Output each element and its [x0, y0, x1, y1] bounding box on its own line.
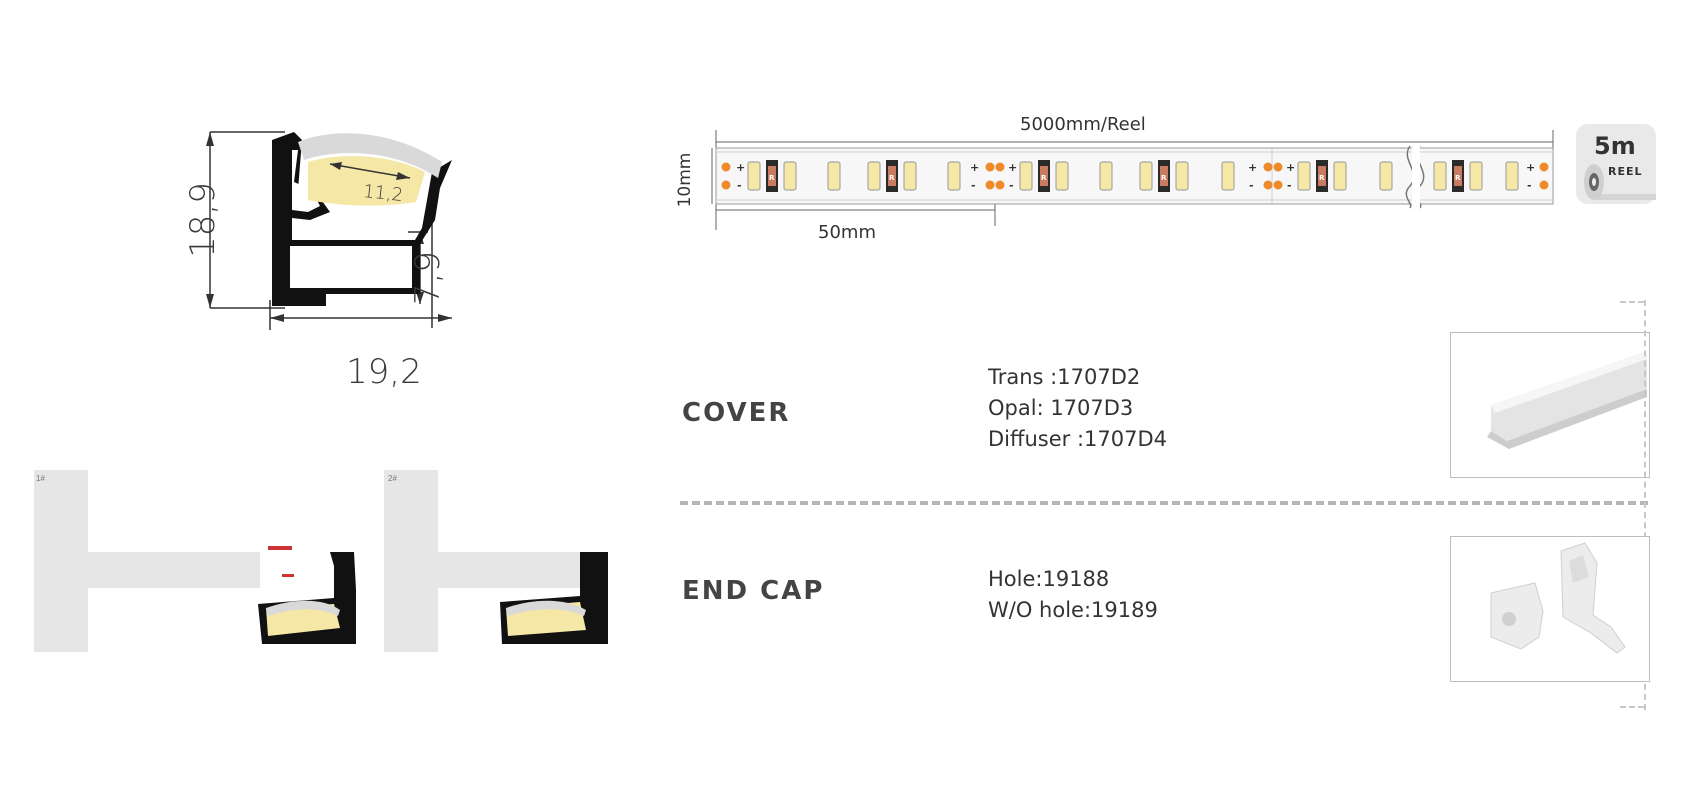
- cover-spec-trans: Trans :1707D2: [988, 365, 1141, 389]
- installation-view-right: [384, 470, 608, 652]
- svg-text:+: +: [1526, 161, 1535, 174]
- resistor-mark: R: [1041, 174, 1047, 182]
- reel-word: REEL: [1608, 165, 1643, 178]
- cover-title: COVER: [682, 398, 791, 428]
- vertical-guide: [1644, 300, 1646, 710]
- installation-tag-right: 2#: [388, 474, 397, 483]
- cover-specs: Trans :1707D2 Opal: 1707D3 Diffuser :170…: [988, 362, 1167, 455]
- cover-image: [1450, 332, 1650, 478]
- end-cap-spec-no-hole: W/O hole:19189: [988, 598, 1158, 622]
- guide-tick: [1620, 301, 1644, 303]
- resistor-mark: R: [1319, 174, 1325, 182]
- resistor-mark: R: [1161, 174, 1167, 182]
- section-divider: [680, 501, 1648, 505]
- installation-tag-left: 1#: [36, 474, 45, 483]
- svg-text:+: +: [970, 161, 979, 174]
- svg-text:+: +: [1286, 161, 1295, 174]
- svg-text:-: -: [1287, 179, 1292, 192]
- svg-text:-: -: [1527, 179, 1532, 192]
- resistor-mark: R: [889, 174, 895, 182]
- end-cap-specs: Hole:19188 W/O hole:19189: [988, 564, 1158, 626]
- reel-badge: 5m REEL: [1576, 124, 1656, 204]
- resistor-mark: R: [1455, 174, 1461, 182]
- profile-cross-section: [206, 131, 452, 330]
- installation-view-left: [34, 470, 356, 652]
- guide-tick: [1620, 706, 1644, 708]
- strip-height-label: 10mm: [675, 152, 695, 208]
- led-strip: + - + - + - + - + - + - R R: [711, 130, 1554, 230]
- svg-text:+: +: [1248, 161, 1257, 174]
- cover-spec-diffuser: Diffuser :1707D4: [988, 427, 1168, 451]
- reel-size: 5m: [1594, 132, 1636, 160]
- resistor-mark: R: [769, 174, 775, 182]
- svg-text:+: +: [736, 161, 745, 174]
- svg-text:-: -: [1249, 179, 1254, 192]
- cover-spec-opal: Opal: 1707D3: [988, 396, 1134, 420]
- cover-profile-graphic: [1487, 351, 1647, 449]
- end-cap-title: END CAP: [682, 576, 825, 606]
- end-cap-graphic: [1490, 542, 1626, 654]
- svg-text:-: -: [971, 179, 976, 192]
- end-cap-spec-hole: Hole:19188: [988, 567, 1110, 591]
- svg-text:-: -: [737, 179, 742, 192]
- width-dimension: 19,2: [346, 352, 422, 392]
- end-cap-image: [1450, 536, 1650, 682]
- height-dimension: 18,9: [183, 182, 223, 258]
- svg-text:-: -: [1009, 179, 1014, 192]
- reel-length-label: 5000mm/Reel: [1020, 114, 1146, 135]
- svg-text:+: +: [1008, 161, 1017, 174]
- segment-length-label: 50mm: [818, 222, 876, 243]
- inner-height-dimension: 7,9: [408, 250, 448, 306]
- reel-icon: [1584, 164, 1656, 200]
